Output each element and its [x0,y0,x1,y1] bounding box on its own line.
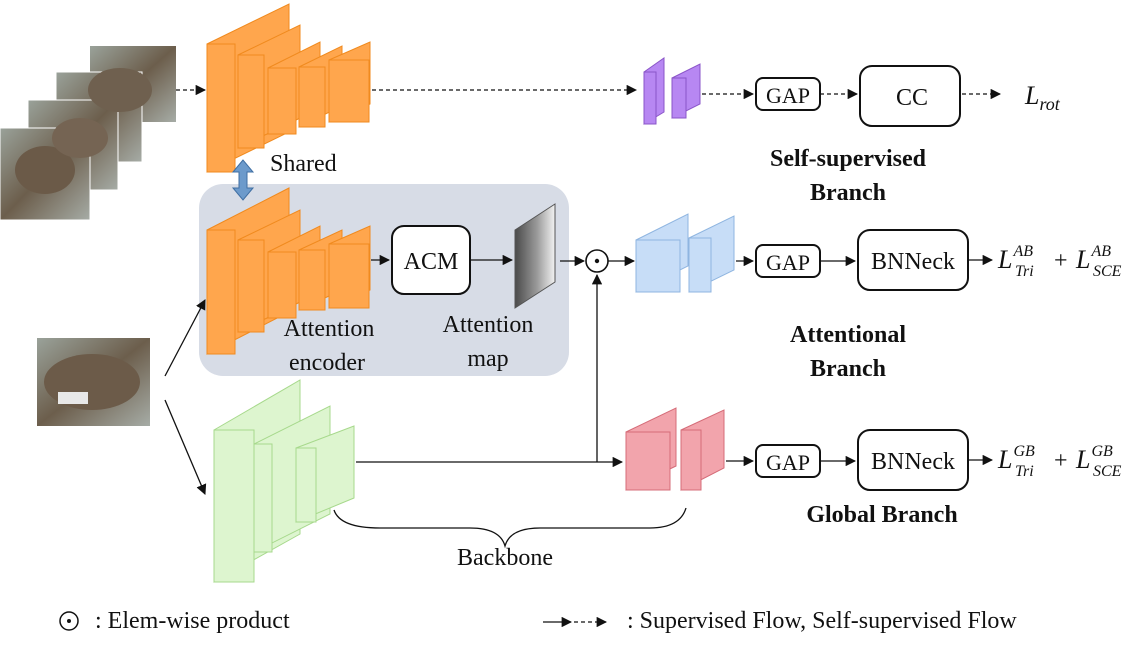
supervised-flow [164,254,994,495]
gap-glob-label: GAP [766,450,810,475]
loss-glob-tri-sub: Tri [1015,463,1034,480]
attention-encoder-label-2: encoder [289,350,365,376]
global-branch-title: Global Branch [806,502,957,528]
gap-self-label: GAP [766,83,810,108]
att-branch-title-1: Attentional [790,322,906,348]
loss-glob-tri-base: L [997,445,1012,474]
acm-label: ACM [404,249,459,275]
loss-glob-sce-sup: GB [1091,443,1113,460]
backbone-blocks [213,379,355,583]
self-supervised-feature [643,57,701,125]
loss-att-tri-sup: AB [1012,243,1033,260]
self-branch-title-2: Branch [810,180,886,206]
cc-box [859,65,961,127]
global-feature [625,407,725,491]
legend-odot-text: : Elem-wise product [95,608,290,634]
loss-glob-sce-sub: SCE [1093,463,1122,480]
loss-att-sce-sub: SCE [1093,263,1122,280]
cc-label: CC [896,85,928,111]
rotated-car-images [0,46,176,221]
backbone-brace [333,507,687,549]
legend-flow-text: : Supervised Flow, Self-supervised Flow [627,608,1017,634]
loss-rot: Lrot [1024,81,1061,114]
self-branch-title-1: Self-supervised [770,146,927,172]
bnneck-att-label: BNNeck [871,249,955,275]
shared-encoder-top [206,3,371,173]
attention-encoder [206,187,371,355]
attention-map [514,203,556,309]
gap-att-label: GAP [766,250,810,275]
loss-att-tri-base: L [997,245,1012,274]
att-branch-title-2: Branch [810,356,886,382]
loss-glob-plus: + [1054,448,1068,474]
legend: : Elem-wise product : Supervised Flow, S… [59,608,1017,634]
elem-wise-product-node [585,249,609,273]
attention-map-label-1: Attention [443,312,534,338]
self-supervised-flow [176,84,1002,100]
backbone-label: Backbone [457,545,553,571]
attention-map-label-2: map [467,346,508,372]
shared-double-arrow [231,159,255,201]
loss-att-sce-sup: AB [1090,243,1111,260]
shared-label: Shared [270,151,337,177]
loss-glob-sce-base: L [1075,445,1090,474]
loss-att-plus: + [1054,248,1068,274]
bnneck-glob-label: BNNeck [871,449,955,475]
loss-rot-sub: rot [1039,94,1060,114]
loss-att-sce-base: L [1075,245,1090,274]
attentional-feature [635,213,735,293]
loss-rot-base: L [1024,81,1039,110]
loss-att-tri-sub: Tri [1015,263,1034,280]
input-car-image [37,338,150,426]
loss-glob-tri-sup: GB [1013,443,1035,460]
attention-encoder-label-1: Attention [284,316,375,342]
